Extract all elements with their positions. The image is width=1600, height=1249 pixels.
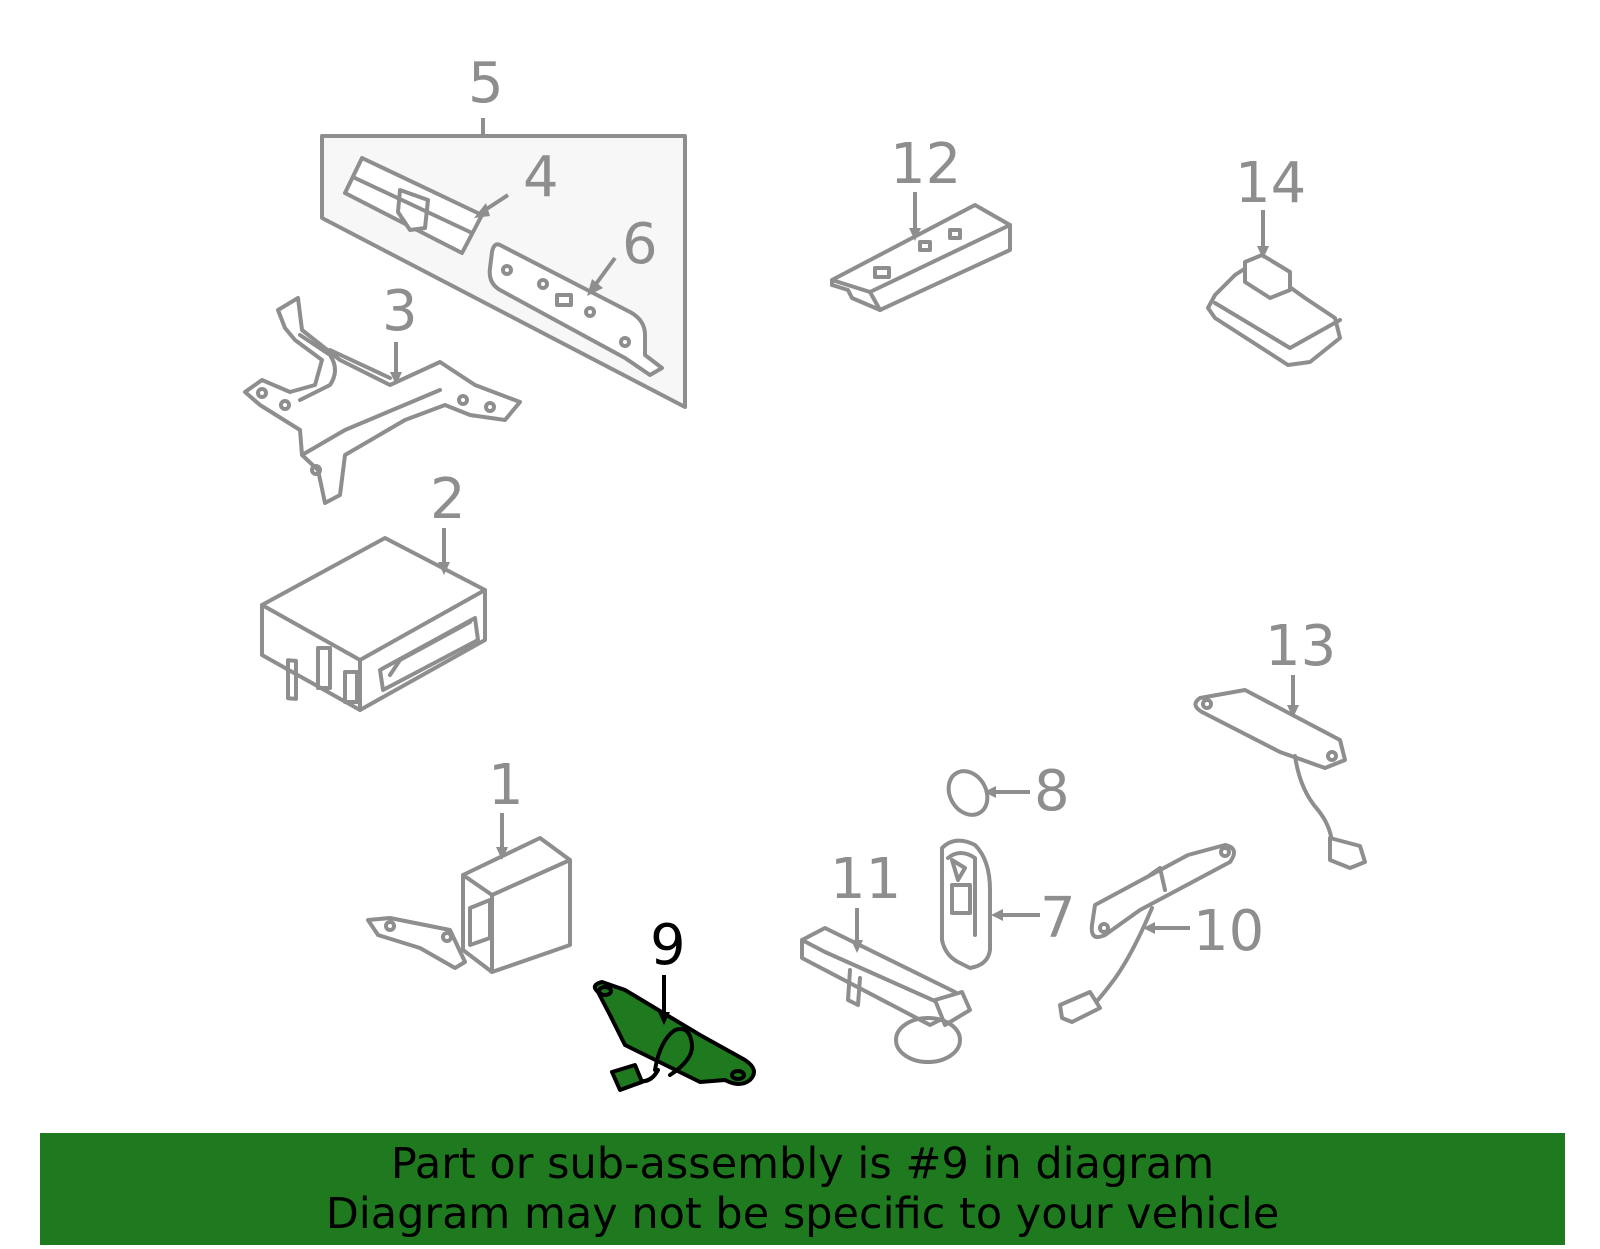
part-10-antenna[interactable]: 10: [1058, 843, 1264, 1024]
callout-1: 1: [488, 753, 524, 818]
callout-2: 2: [430, 467, 466, 532]
banner-line-2: Diagram may not be specific to your vehi…: [325, 1189, 1280, 1239]
callout-10: 10: [1193, 899, 1264, 964]
callout-6: 6: [622, 212, 658, 277]
callout-14: 14: [1235, 151, 1306, 216]
callout-7: 7: [1040, 886, 1076, 951]
callout-12: 12: [890, 132, 961, 197]
part-13-antenna[interactable]: 13: [1193, 614, 1367, 870]
callout-13: 13: [1265, 614, 1336, 679]
part-3-bracket[interactable]: 3: [243, 279, 522, 505]
callout-9: 9: [650, 913, 686, 978]
part-8-cap[interactable]: 8: [941, 759, 1070, 824]
callout-4: 4: [523, 145, 559, 210]
part-14-switch-housing[interactable]: 14: [1206, 151, 1342, 367]
part-7-key-fob[interactable]: 7: [940, 838, 1076, 970]
part-6-bracket[interactable]: 6: [487, 212, 664, 377]
banner-line-1: Part or sub-assembly is #9 in diagram: [390, 1139, 1215, 1189]
part-12-sensor[interactable]: 12: [830, 132, 1012, 312]
info-banner: Part or sub-assembly is #9 in diagram Di…: [40, 1133, 1565, 1245]
callout-5: 5: [468, 51, 504, 116]
callout-3: 3: [382, 279, 418, 344]
part-11-antenna[interactable]: 11: [800, 847, 972, 1064]
part-2-control-module[interactable]: 2: [260, 467, 487, 712]
callout-8: 8: [1034, 759, 1070, 824]
part-1-module[interactable]: 1: [366, 753, 572, 974]
callout-11: 11: [830, 847, 901, 912]
part-4-switch[interactable]: 4: [343, 145, 559, 255]
part-9-antenna-highlighted[interactable]: 9: [592, 913, 756, 1092]
